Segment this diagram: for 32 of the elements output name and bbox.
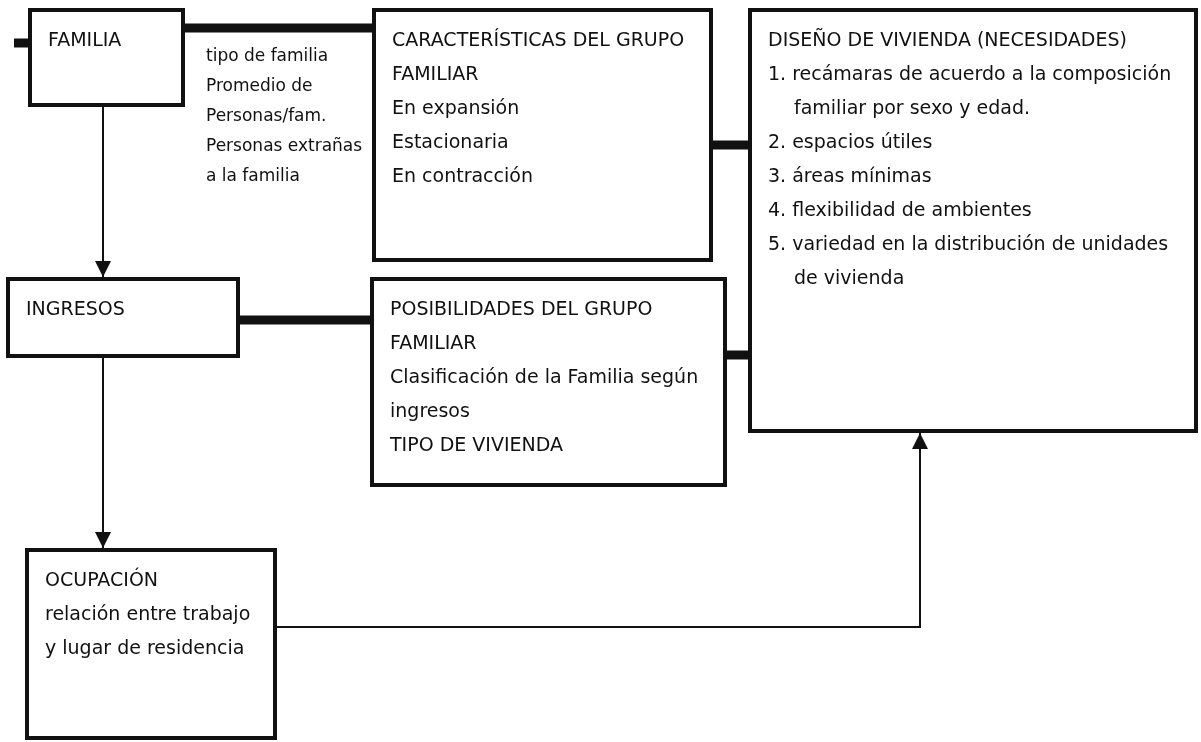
list-item: 2. espacios útiles	[768, 129, 934, 154]
connector-line	[14, 38, 28, 48]
arrow	[95, 106, 111, 278]
list-item: 4. flexibilidad de ambientes	[768, 197, 1033, 222]
box-text: En contracción	[392, 163, 534, 188]
connector-line	[185, 23, 372, 33]
text-box	[372, 8, 713, 262]
box-heading: OCUPACIÓN	[45, 566, 160, 592]
text-box	[370, 277, 727, 487]
connector-line	[713, 140, 748, 150]
connector-line	[727, 350, 748, 360]
box-heading: POSIBILIDADES DEL GRUPO FAMILIAR	[390, 296, 654, 355]
list-item: 1. recámaras de acuerdo a la composición familiar por sexo y edad.	[768, 61, 1173, 120]
text-box	[6, 277, 240, 358]
text-box	[28, 8, 185, 107]
note-text: tipo de familia Promedio de Personas/fam. Personas extrañas a la familia	[206, 44, 364, 187]
box-heading: DISEÑO DE VIVIENDA (NECESIDADES)	[768, 27, 1128, 52]
connector-line	[240, 315, 370, 325]
box-text: TIPO DE VIVIENDA	[390, 432, 565, 457]
arrow	[95, 357, 111, 549]
box-heading: FAMILIA	[48, 27, 123, 52]
list-item: 3. áreas mínimas	[768, 163, 933, 188]
box-heading: INGRESOS	[26, 296, 126, 321]
box-text: Clasificación de la Familia según ingresos	[390, 364, 700, 423]
arrow	[276, 432, 928, 628]
text-box	[748, 8, 1198, 433]
box-heading: CARACTERÍSTICAS DEL GRUPO FAMILIAR	[392, 27, 686, 86]
list-item: 5. variedad en la distribución de unidades de vivienda	[768, 231, 1170, 290]
box-text: relación entre trabajo y lugar de residencia	[45, 601, 252, 660]
text-box	[25, 548, 277, 740]
box-text: En expansión	[392, 95, 521, 120]
box-text: Estacionaria	[392, 129, 510, 154]
